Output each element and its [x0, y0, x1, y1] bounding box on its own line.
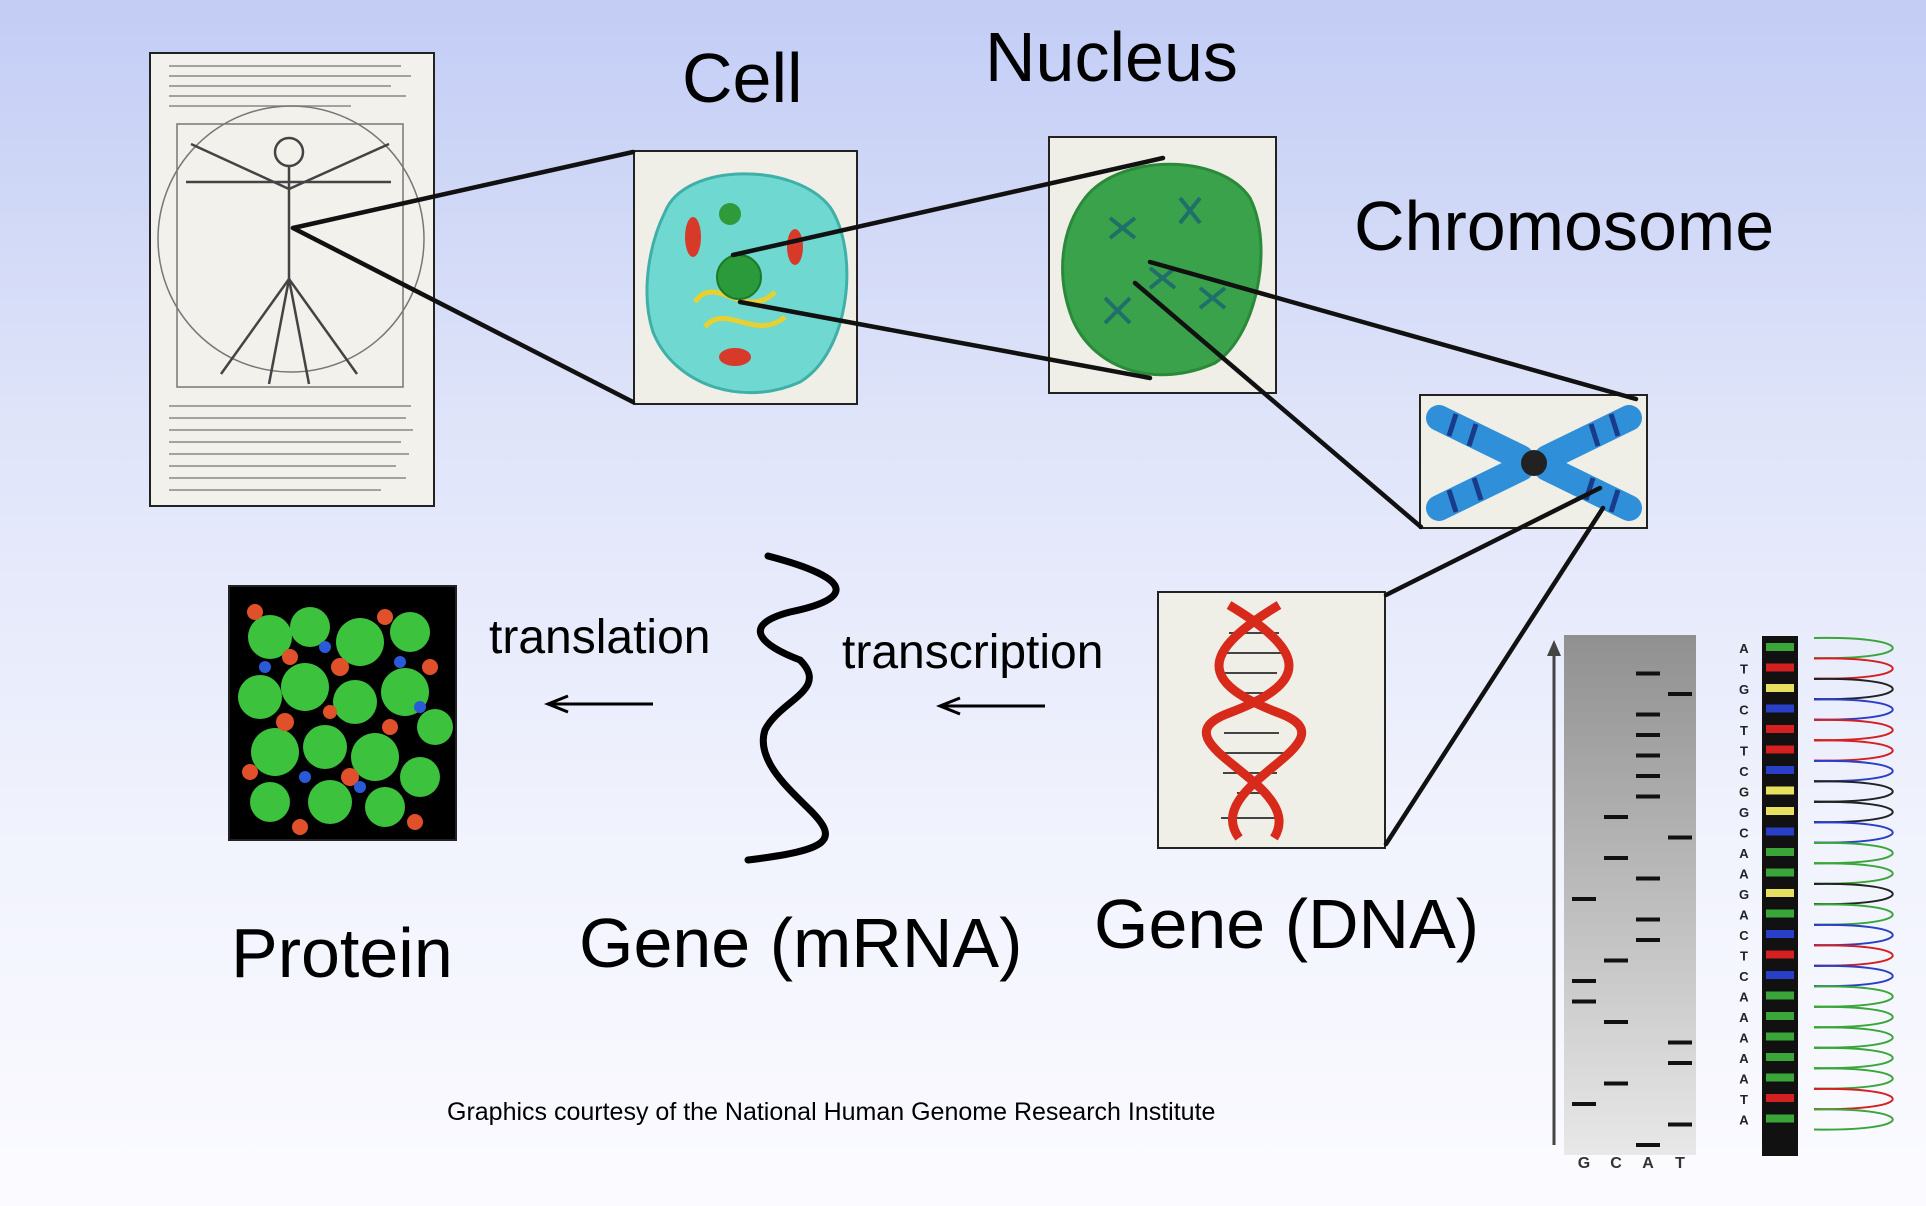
sequence-color-bar [1766, 663, 1794, 672]
chromatogram-peak [1813, 862, 1894, 885]
sequence-color-bar [1766, 827, 1794, 836]
gel-lane-label: A [1642, 1155, 1654, 1170]
transcription-arrow [935, 696, 1045, 716]
sequence-color-bar [1766, 1114, 1794, 1123]
cell-label: Cell [682, 39, 803, 117]
gel-lane-label: T [1675, 1155, 1685, 1170]
chromatogram-peak [1813, 821, 1894, 844]
gel-lane-label: G [1578, 1155, 1590, 1170]
sequence-letter: A [1739, 1113, 1749, 1128]
sequence-color-bar [1766, 725, 1794, 733]
chromatogram-peak [1813, 1026, 1894, 1049]
chromatogram-peak [1813, 1067, 1894, 1090]
graphics-credit: Graphics courtesy of the National Human … [447, 1098, 1216, 1126]
sequence-color-bar [1766, 930, 1794, 938]
sequence-letter: A [1739, 846, 1749, 861]
chromatogram-peak [1813, 1046, 1894, 1070]
sequence-letter: C [1739, 969, 1749, 984]
sequence-letter: C [1739, 703, 1749, 718]
nucleus-label: Nucleus [985, 18, 1238, 96]
sequence-letter: G [1739, 785, 1749, 800]
chromatogram-peak [1813, 882, 1894, 906]
sequence-letter: A [1739, 908, 1749, 923]
sequence-color-bar [1766, 1053, 1794, 1061]
chromatogram-peak [1813, 800, 1894, 824]
chromatogram-peak [1813, 1108, 1894, 1131]
gel-lane-label: C [1610, 1155, 1622, 1170]
protein-label: Protein [231, 914, 453, 992]
chromatogram-peak [1813, 698, 1894, 721]
sequence-letter: T [1740, 662, 1748, 677]
sequence-color-bar [1766, 704, 1794, 713]
mrna-squiggle [744, 552, 840, 864]
sequence-color-bar [1766, 643, 1794, 651]
chromatogram-peak [1813, 739, 1894, 762]
sequence-color-bar [1766, 909, 1794, 918]
gene-dna-label: Gene (DNA) [1094, 885, 1480, 963]
chromatogram-peak [1813, 1005, 1894, 1029]
sequence-letter: C [1739, 928, 1749, 943]
sequence-color-bar [1766, 745, 1794, 754]
sequence-color-bar [1766, 1032, 1794, 1041]
sequence-color-bar [1766, 889, 1794, 897]
chromosome-label: Chromosome [1354, 187, 1775, 265]
sequence-letter: A [1739, 867, 1749, 882]
sequence-letter: T [1740, 1092, 1748, 1107]
sequence-color-bar [1766, 1012, 1794, 1020]
sequence-color-bar [1766, 991, 1794, 1000]
sequence-letter: A [1739, 1051, 1749, 1066]
sequence-letter: C [1739, 764, 1749, 779]
chromatogram-peak [1813, 1087, 1894, 1111]
sequence-color-bar [1766, 950, 1794, 959]
chromatogram-peak [1813, 985, 1894, 1008]
translation-label: translation [489, 611, 711, 664]
sequence-letter: A [1739, 641, 1749, 656]
sequence-color-bar [1766, 1073, 1794, 1082]
dna-image [1157, 591, 1386, 849]
sequence-color-bar [1766, 868, 1794, 877]
sequence-letter: A [1739, 990, 1749, 1005]
sequence-color-bar [1766, 807, 1794, 815]
chromatogram-peak [1813, 964, 1894, 988]
sequence-letter: T [1740, 744, 1748, 759]
sequence-letter: G [1739, 805, 1749, 820]
chromatogram-peak [1813, 841, 1894, 865]
chromosome-image [1419, 394, 1648, 529]
gene-mrna-label: Gene (mRNA) [579, 904, 1023, 982]
chromatogram-peak [1813, 780, 1894, 803]
sequence-letter: G [1739, 887, 1749, 902]
sequence-color-bar [1766, 1094, 1794, 1102]
chromatogram-peak [1813, 903, 1894, 926]
chromatogram-peak [1813, 636, 1894, 660]
chromatogram-peak [1813, 944, 1894, 967]
vitruvian-man-image [149, 52, 435, 507]
sequence-letter: G [1739, 682, 1749, 697]
chromatogram-peak [1813, 657, 1894, 680]
sequence-letter: A [1739, 1010, 1749, 1025]
transcription-label: transcription [842, 626, 1104, 679]
sequence-letter: C [1739, 826, 1749, 841]
sequence-color-bar [1766, 766, 1794, 774]
chromatogram-peak [1813, 923, 1894, 947]
sequence-letter: T [1740, 949, 1748, 964]
sequence-letter: A [1739, 1031, 1749, 1046]
protein-image [228, 585, 457, 841]
chromatogram-peak [1813, 718, 1894, 742]
translation-arrow [543, 694, 653, 714]
sequence-letter: A [1739, 1072, 1749, 1087]
sequence-color-bar [1766, 684, 1794, 692]
sequence-color-bar [1766, 848, 1794, 856]
chromatogram-peak [1813, 677, 1894, 701]
sequence-color-bar [1766, 971, 1794, 979]
sequence-letter: T [1740, 723, 1748, 738]
sequence-color-bar [1766, 786, 1794, 795]
chromatogram-peak [1813, 759, 1894, 783]
